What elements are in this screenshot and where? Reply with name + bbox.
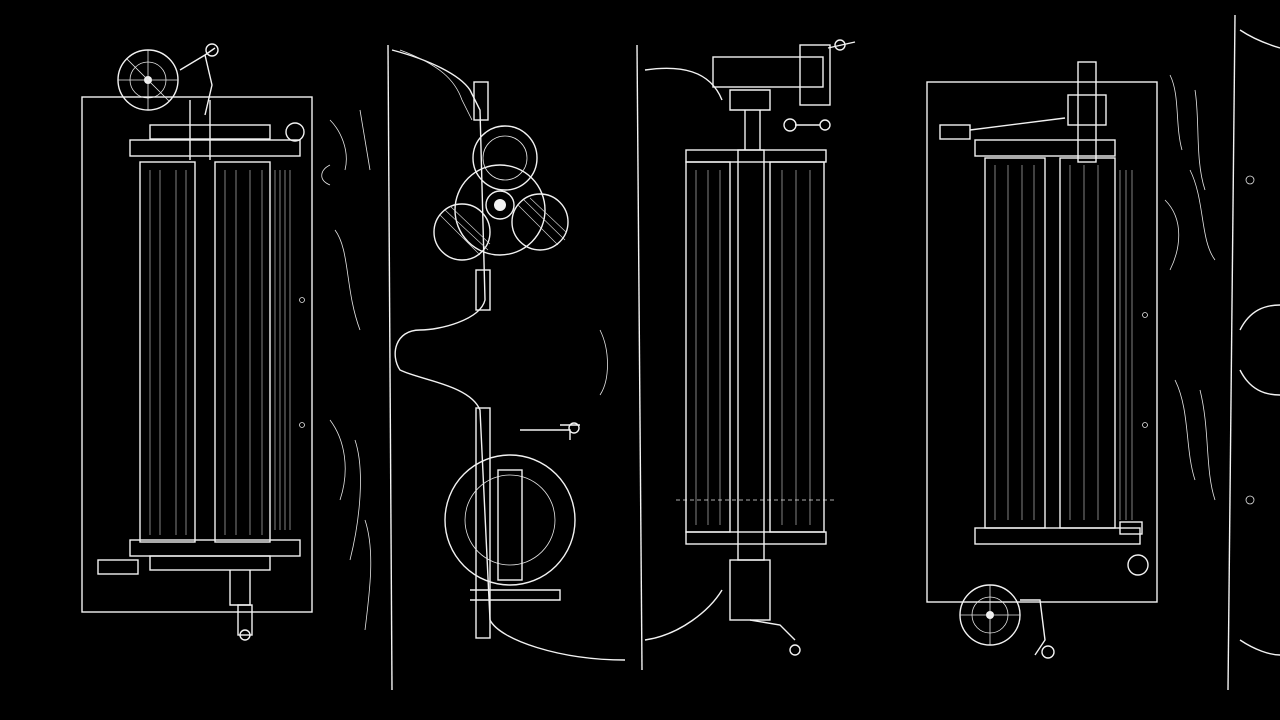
partial-profile-right-edge xyxy=(1227,14,1280,691)
roller-machine-top-view-right xyxy=(926,61,1216,659)
side-profile-with-gear-section xyxy=(321,44,626,691)
roller-machine-top-view-left xyxy=(81,43,313,641)
roller-machine-front-view-center xyxy=(599,39,856,671)
